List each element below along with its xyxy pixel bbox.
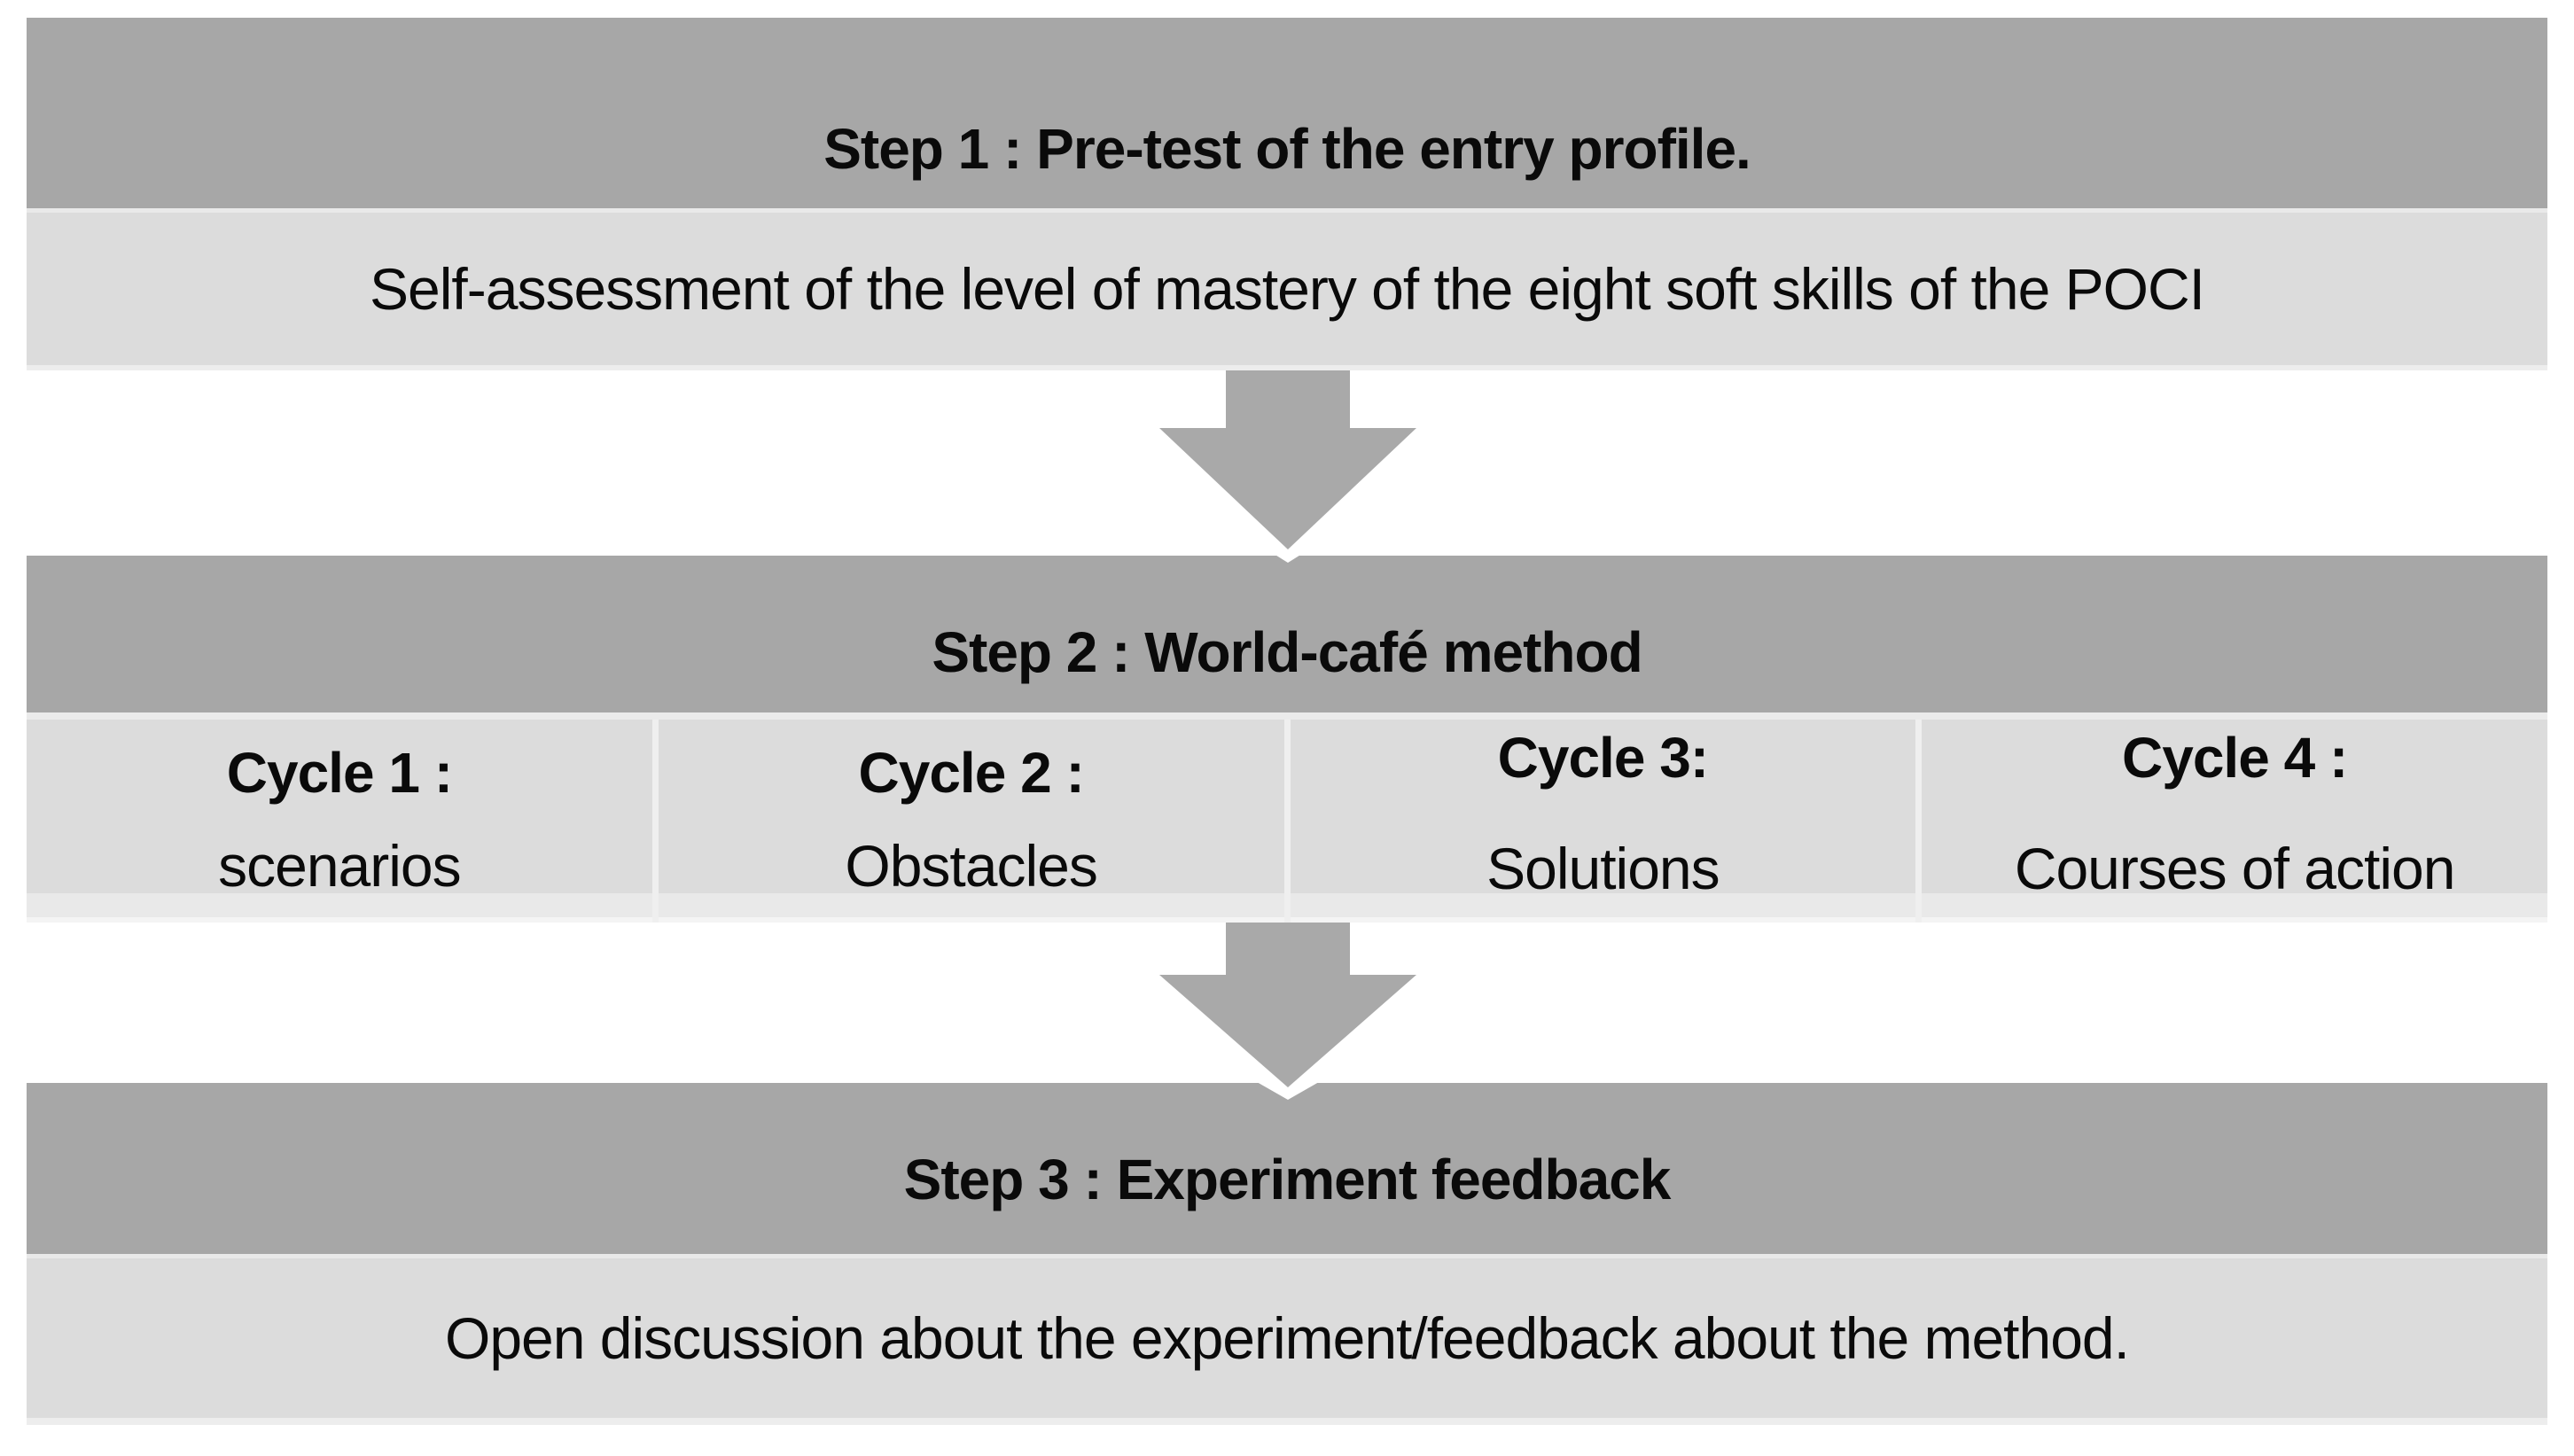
step3-description: Open discussion about the experiment/fee… xyxy=(445,1305,2130,1371)
cycle-4-sliver xyxy=(1922,917,2547,923)
cycle-row: Cycle 1 : scenarios Cycle 2 : Obstacles … xyxy=(27,712,2547,923)
cycle-2-text: Obstacles xyxy=(845,833,1097,899)
cycle-1-label: Cycle 1 : xyxy=(226,741,453,805)
cycle-4-label: Cycle 4 : xyxy=(2122,726,2348,790)
step1-body: Self-assessment of the level of mastery … xyxy=(27,208,2547,370)
cycle-3-column: Cycle 3: Solutions xyxy=(1290,720,1916,923)
step2-header: Step 2 : World-café method xyxy=(27,556,2547,712)
cycle-2-label: Cycle 2 : xyxy=(858,741,1085,805)
cycle-4-column: Cycle 4 : Courses of action xyxy=(1922,720,2547,923)
step3-title: Step 3 : Experiment feedback xyxy=(903,1148,1672,1211)
cycle-3-label: Cycle 3: xyxy=(1497,726,1709,790)
cycle-3-cell: Cycle 3: Solutions xyxy=(1290,720,1916,898)
cycle-1-strip xyxy=(27,893,652,917)
cycle-1-cell: Cycle 1 : scenarios xyxy=(27,720,652,899)
cycle-1-column: Cycle 1 : scenarios xyxy=(27,720,652,923)
step1-header: Step 1 : Pre-test of the entry profile. xyxy=(27,18,2547,208)
cycle-1-text: scenarios xyxy=(218,833,461,899)
cycle-4-text: Courses of action xyxy=(2014,836,2456,901)
cycle-4-strip xyxy=(1922,893,2547,917)
step1-title: Step 1 : Pre-test of the entry profile. xyxy=(823,116,1751,181)
cycle-3-strip xyxy=(1290,893,1916,917)
step3-header: Step 3 : Experiment feedback xyxy=(27,1083,2547,1254)
cycle-2-cell: Cycle 2 : Obstacles xyxy=(658,720,1284,899)
cycle-4-cell: Cycle 4 : Courses of action xyxy=(1922,720,2547,898)
step3-body: Open discussion about the experiment/fee… xyxy=(27,1254,2547,1425)
step2-title: Step 2 : World-café method xyxy=(932,619,1642,684)
cycle-2-strip xyxy=(658,893,1284,917)
down-arrow-icon xyxy=(1159,923,1416,1100)
cycle-3-text: Solutions xyxy=(1486,836,1720,901)
cycle-3-sliver xyxy=(1290,917,1916,923)
cycle-1-sliver xyxy=(27,917,652,923)
down-arrow-icon xyxy=(1159,370,1416,563)
cycle-2-column: Cycle 2 : Obstacles xyxy=(658,720,1284,923)
cycle-2-sliver xyxy=(658,917,1284,923)
step1-description: Self-assessment of the level of mastery … xyxy=(370,256,2205,322)
